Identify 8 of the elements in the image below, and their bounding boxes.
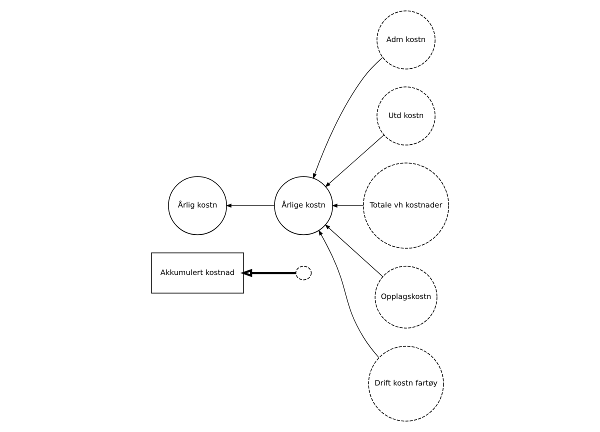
arrow <box>324 134 384 188</box>
arrow <box>332 204 364 208</box>
arrow <box>240 268 296 278</box>
arrow <box>318 230 380 358</box>
node-cloud <box>295 266 312 280</box>
arrow <box>312 57 383 180</box>
arrow <box>226 204 275 208</box>
arrow <box>324 224 383 277</box>
